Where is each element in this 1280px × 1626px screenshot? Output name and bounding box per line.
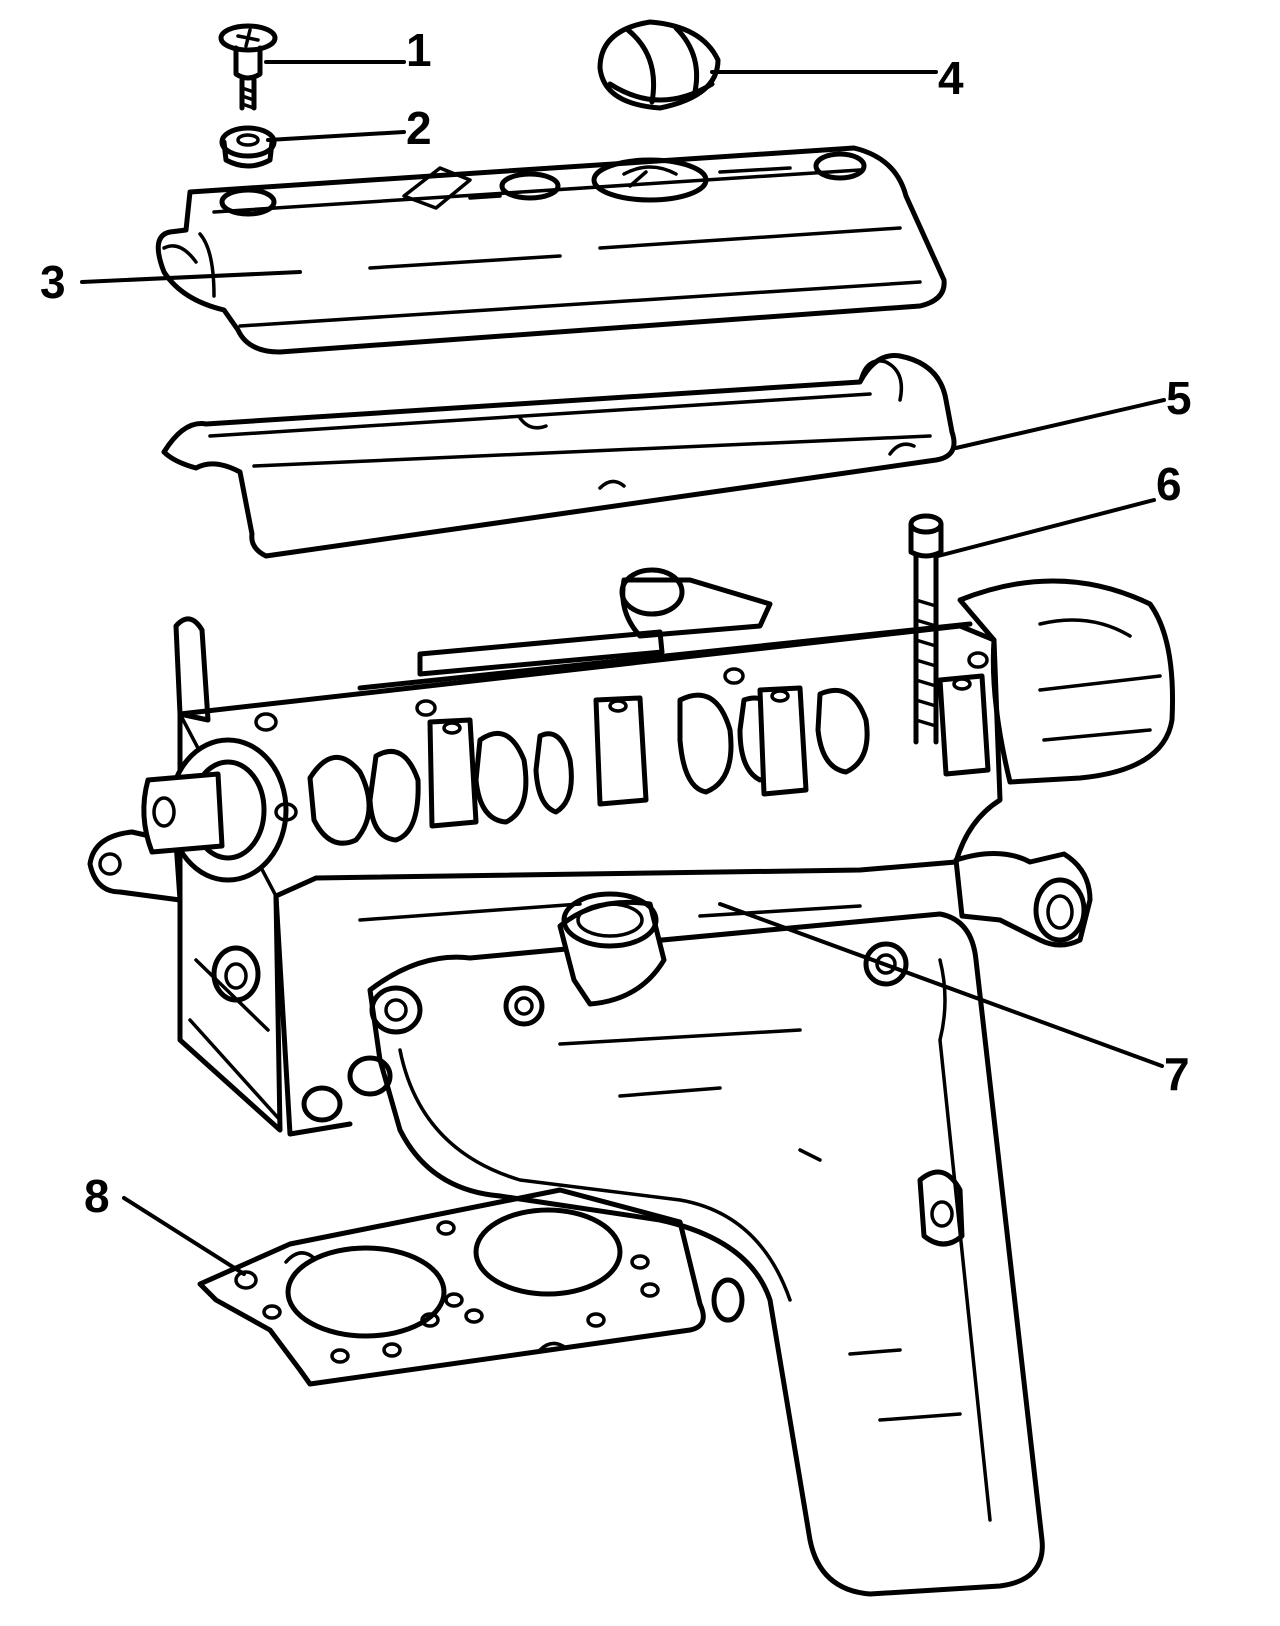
valve-cover-bolt bbox=[218, 23, 278, 111]
leader-2 bbox=[266, 130, 406, 142]
callout-8: 8 bbox=[84, 1170, 110, 1222]
callout-7: 7 bbox=[1164, 1048, 1190, 1100]
cylinder-head-gasket bbox=[197, 1187, 706, 1387]
callout-3: 3 bbox=[40, 256, 66, 308]
callout-2: 2 bbox=[406, 102, 432, 154]
leader-8 bbox=[122, 1196, 246, 1276]
leader-3 bbox=[80, 270, 302, 284]
callout-1: 1 bbox=[406, 24, 432, 76]
cylinder-head-bolt bbox=[908, 513, 944, 745]
leader-7 bbox=[718, 902, 1164, 1068]
callout-leaders bbox=[80, 60, 1166, 1276]
callout-6: 6 bbox=[1156, 458, 1182, 510]
leader-5 bbox=[954, 398, 1166, 450]
bolt-grommet bbox=[219, 125, 277, 169]
callout-4: 4 bbox=[938, 52, 964, 104]
valve-cover-gasket bbox=[161, 353, 957, 559]
leader-6 bbox=[936, 498, 1156, 558]
valve-cover bbox=[155, 145, 947, 355]
callout-labels: 1 2 3 4 5 6 7 8 bbox=[40, 24, 1192, 1222]
cylinder-head bbox=[87, 567, 1175, 1597]
oil-filler-cap bbox=[597, 19, 721, 111]
callout-5: 5 bbox=[1166, 372, 1192, 424]
